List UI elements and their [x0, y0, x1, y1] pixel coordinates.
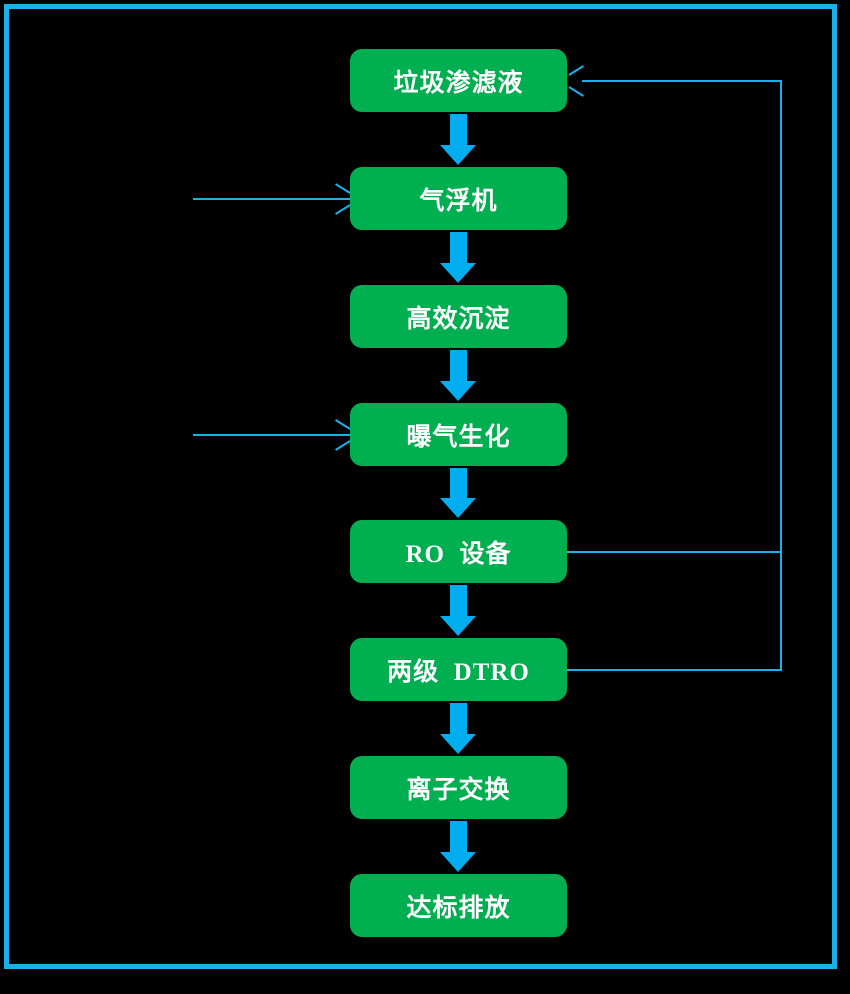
- arrowhead-right-icon: [333, 190, 351, 208]
- arrow-settling-to-aeration-icon: [440, 350, 477, 401]
- node-leachate[interactable]: 垃圾渗滤液: [350, 49, 567, 112]
- arrow-ro-to-dtro-icon: [440, 585, 477, 636]
- arrowhead-left-icon: [568, 72, 586, 90]
- arrowhead-right-icon: [333, 426, 351, 444]
- node-settling[interactable]: 高效沉淀: [350, 285, 567, 348]
- node-ro[interactable]: RO 设备: [350, 520, 567, 583]
- arrow-flotation-to-settling-icon: [440, 232, 477, 283]
- node-discharge[interactable]: 达标排放: [350, 874, 567, 937]
- node-dtro[interactable]: 两级 DTRO: [350, 638, 567, 701]
- arrow-ionexchange-to-discharge-icon: [440, 821, 477, 872]
- diagram-frame-border: [4, 4, 837, 969]
- arrow-aeration-to-ro-icon: [440, 468, 477, 518]
- node-ionexchange[interactable]: 离子交换: [350, 756, 567, 819]
- node-aeration[interactable]: 曝气生化: [350, 403, 567, 466]
- arrow-dtro-to-ionexchange-icon: [440, 703, 477, 754]
- node-flotation[interactable]: 气浮机: [350, 167, 567, 230]
- return-line-riser: [780, 80, 782, 671]
- return-line-top: [582, 80, 782, 82]
- arrow-leachate-to-flotation-icon: [440, 114, 477, 165]
